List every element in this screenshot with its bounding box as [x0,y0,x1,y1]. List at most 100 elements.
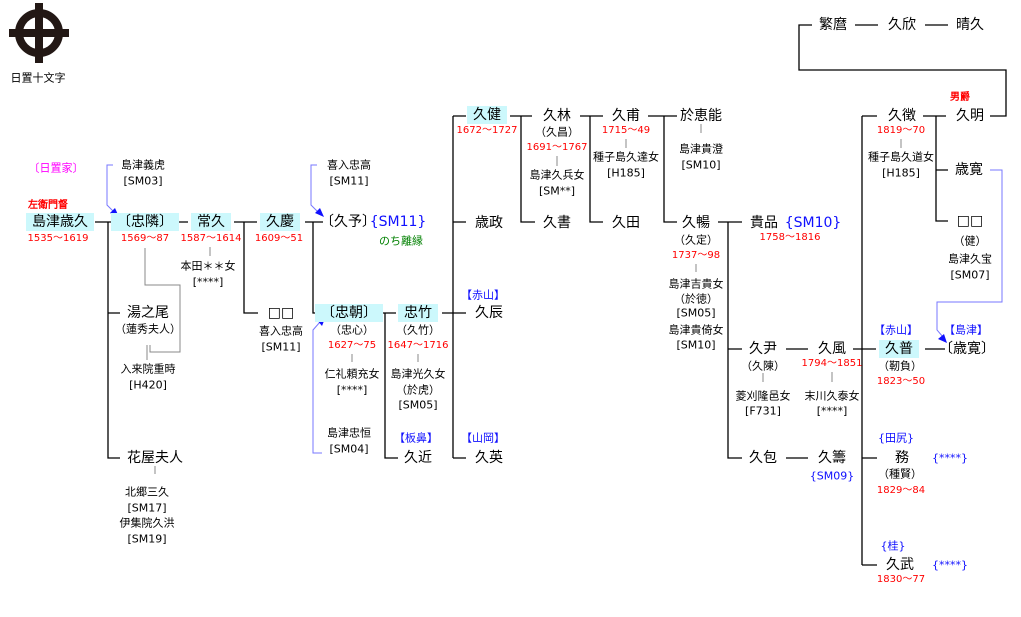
ref: [****] [336,383,368,397]
person-tadachika[interactable]: 〔忠隣〕 [111,213,179,231]
ref: [SM05] [676,306,716,320]
person-hisayo[interactable]: 〔久予〕 [320,214,376,230]
person-hisanobu[interactable]: 久暢 [682,215,710,231]
years: 1830～77 [876,574,926,585]
ref: [SM11] [329,174,369,188]
person-hisayoshi[interactable]: 久慶 [260,213,300,231]
person-hisakaze[interactable]: 久風 [818,341,846,357]
ref: {****} [932,558,968,572]
person-yoshitora[interactable]: 島津義虎 [121,158,165,172]
person-hisakane[interactable]: 久包 [749,450,777,466]
ref: [H420] [129,378,167,392]
years: 1823～50 [876,376,926,387]
spouse: 入来院重時 [120,362,176,376]
person-hisatada[interactable]: 久尹 [749,341,777,357]
wife: 菱刈隆邑女 [735,389,791,403]
person-hisakazu[interactable]: 久籌 [818,450,846,466]
adoption-line-yoshitora [106,164,115,213]
person-tadatake[interactable]: 忠竹 [398,304,438,322]
ref: [SM05] [398,398,438,412]
ref: [SM11] [261,340,301,354]
wife: 種子島久達女 [593,150,659,164]
person-hanaya[interactable]: 花屋夫人 [127,450,183,466]
person-hisaaki[interactable]: 久明 [956,108,984,124]
person-haruhisa[interactable]: 晴久 [956,17,984,33]
person-hisachika[interactable]: 久近 [404,450,432,466]
ref: [H185] [607,166,645,180]
person-hisahiro[interactable]: 久普 [879,340,919,358]
alias: （於徳） [674,292,718,306]
alias: （忠心） [330,323,374,337]
alias: （久陳） [741,359,785,373]
person-tadatomo[interactable]: 〔忠朝〕 [315,304,383,322]
marriage-line-tadachika [144,248,181,360]
person-hisatake[interactable]: 久健 [467,106,507,124]
alias: （久定） [674,233,718,247]
line-hisanaga [923,115,948,222]
person-tsutomu[interactable]: 務 [895,450,909,466]
ref: [SM17] [127,501,167,515]
ref: [SM04] [329,442,369,456]
ref: [H185] [882,166,920,180]
person-toshihiro-adopted[interactable]: 〔歳寛〕 [939,341,995,357]
family-label: 〔日置家〕 [28,161,84,175]
person-toshimasa[interactable]: 歳政 [475,215,503,231]
person-hisanaga[interactable]: 久徴 [888,108,916,124]
person-hisasuke[interactable]: 久甫 [612,108,640,124]
crest-icon [9,3,69,63]
person-tsunehisa[interactable]: 常久 [191,213,231,231]
person-unknown[interactable]: □□ [267,305,295,321]
wife: 島津光久女 [390,367,446,381]
house: 【赤山】 [874,323,918,337]
alias: （久竹） [396,323,440,337]
line-hisayoshi [305,221,326,314]
line-hisasuke [648,115,677,223]
spouse: 島津久宝 [948,252,992,266]
years: 1691～1767 [526,142,588,153]
person-kiire[interactable]: 喜入忠高 [327,158,371,172]
person-hisatoki[interactable]: 久辰 [475,305,503,321]
person-toshihiro[interactable]: 歳寛 [955,162,983,178]
wife: 島津吉貴女 [668,277,724,291]
person-hisahide[interactable]: 久英 [475,450,503,466]
line-tadatake [442,115,466,459]
crest-name: 日置十文字 [10,71,66,85]
person-yunoo[interactable]: 湯之尾 [127,305,169,321]
adoption-line-tadatsune [312,321,322,454]
wife: 本田＊＊女 [180,259,236,273]
line-hisashige [580,115,603,223]
ref: [SM03] [123,174,163,188]
title: 男爵 [950,92,970,103]
house: 【山岡】 [461,431,505,445]
person-hisayoshi2[interactable]: 久欣 [888,17,916,33]
spouse: 伊集院久洪 [119,516,175,530]
person-unknown[interactable]: □□ [956,213,984,229]
person-hisanori[interactable]: 久書 [543,215,571,231]
line-hisatake [510,115,535,223]
person-hisada[interactable]: 久田 [612,215,640,231]
ref: [SM19] [127,532,167,546]
person-takakatsu[interactable]: 貴品 [750,215,778,231]
ref: [F731] [745,404,781,418]
years: 1758～1816 [759,232,821,243]
person-oeno[interactable]: 於恵能 [680,108,722,124]
person-shigemaro[interactable]: 繁麿 [819,17,847,33]
person-tadatsune[interactable]: 島津忠恒 [327,426,371,440]
line-hisanobu [718,221,742,459]
ref: [SM10] [681,158,721,172]
years: 1609～51 [254,233,304,244]
adoption-line-toshihiro [936,169,1003,338]
ref: [****] [816,404,848,418]
person-hisashige[interactable]: 久林 [543,108,571,124]
adoption-line-kiire [310,164,319,213]
spouse: 島津貴澄 [679,142,723,156]
years: 1587～1614 [180,233,242,244]
person-toshihisa[interactable]: 島津歳久 [26,213,94,231]
wife: 種子島久道女 [868,150,934,164]
alias: （健） [953,234,987,248]
line-toshihisa [95,221,120,459]
years: 1737～98 [671,250,721,261]
wife: 島津久兵女 [529,168,585,182]
ref: [SM**] [538,184,576,198]
person-hisatake2[interactable]: 久武 [886,557,914,573]
